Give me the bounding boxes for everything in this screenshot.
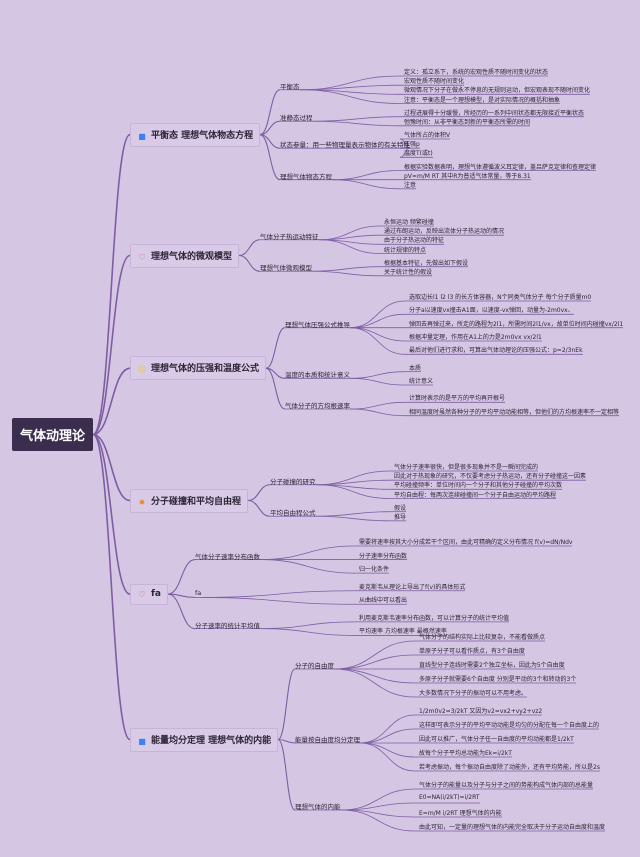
branch-label: 分子碰撞和平均自由程 (151, 496, 242, 507)
leaf-node[interactable]: 1/2m0v2=3/2kT 又因为v2=vx2+vy2+vz2 (419, 708, 543, 715)
leaf-node[interactable]: 关于统计性的假设 (384, 268, 433, 276)
branch-label: 理想气体的微观模型 (151, 251, 233, 262)
leaf-node[interactable]: 分子速率分布函数 (359, 552, 408, 560)
subtopic-node[interactable]: 状态参量：用一些物理量表示物体的有关特性 (280, 141, 410, 150)
subtopic-node[interactable]: 气体分子热运动特征 (260, 232, 319, 241)
leaf-node[interactable]: 微观情况下分子在做永不停息的无规则运动，但宏观表现不随时间变化 (404, 87, 591, 95)
leaf-node[interactable]: 本质 (409, 364, 422, 372)
blue-square-icon: ■ (138, 736, 146, 746)
leaf-node[interactable]: 气体分子速率很快，但是很多现象并不是一瞬间完成的 (394, 464, 539, 471)
subtopic-node[interactable]: 能量按自由度均分定理 (295, 736, 360, 744)
subtopic-node[interactable]: 分子速率的统计平均值 (195, 621, 260, 630)
leaf-node[interactable]: E0=NA(i/2kT)=i/2RT (419, 794, 480, 801)
branch-1[interactable]: ■ 平衡态 理想气体物态方程 (130, 122, 261, 147)
leaf-node[interactable]: 根据实验数据表明，理想气体遵循波义耳定律，盖吕萨克定律和查理定律 (404, 163, 597, 171)
leaf-node[interactable]: 定义：孤立系下，系统的宏观性质不随时间变化的状态 (404, 69, 549, 76)
subtopic-node[interactable]: 温度的本质和统计意义 (285, 371, 350, 380)
branch-label: 理想气体的压强和温度公式 (151, 364, 260, 375)
branch-3[interactable]: ☺ 理想气体的压强和温度公式 (130, 356, 267, 381)
leaf-node[interactable]: 这样即可表示分子的平均平动动能是均匀的分配在每一个自由度上的 (419, 722, 600, 729)
leaf-node[interactable]: 归一化条件 (359, 566, 390, 574)
leaf-node[interactable]: 最后对他们进行求和，可算出气体动理论的压强公式：p=2/3nEk (409, 347, 583, 355)
root-node[interactable]: 气体动理论 (12, 418, 94, 451)
leaf-node[interactable]: 多原子分子就需要6个自由度 分别是平动的3个和转动的3个 (419, 676, 577, 683)
leaf-node[interactable]: 选取边长l1 l2 l3 的长方体容器，N个同类气体分子 每个分子质量m0 (409, 294, 592, 301)
leaf-node[interactable]: 需要将速率按其大小分成若干个区间，由此可精确的定义分布情况 f(v)=dN/Nd… (359, 539, 573, 546)
leaf-node[interactable]: pV=m/M RT 其中R为普适气体常量，等于8.31 (404, 172, 531, 180)
leaf-node[interactable]: 大多数情况下分子的振动可以不用考虑。 (419, 690, 528, 697)
subtopic-node[interactable]: 平衡态 (280, 82, 300, 91)
leaf-node[interactable]: 弹回去再弹过来，所走的路程为2l1，所需时间2l1/vx，故单位时间内碰撞vx/… (409, 320, 624, 328)
subtopic-node[interactable]: 分子的自由度 (295, 662, 334, 670)
smile-icon: ☺ (137, 365, 147, 375)
leaf-node[interactable]: 注意：平衡态是一个理想模型，是对实际情况的概括和抽象 (404, 96, 561, 104)
branch-label: 能量均分定理 理想气体的内能 (151, 735, 272, 746)
leaf-node[interactable]: 相同温度时虽然各种分子的平均平动动能相等，但他们的方均根速率不一定相等 (409, 408, 620, 416)
leaf-node[interactable]: 假设 (394, 504, 407, 512)
subtopic-node[interactable]: 理想气体微观模型 (260, 264, 312, 273)
leaf-node[interactable]: 根据基本特征，先做出如下假设 (384, 259, 469, 267)
leaf-node[interactable]: 根据冲量定理，作用在A1上的力是2m0vx vx/2l1 (409, 334, 542, 341)
branch-4[interactable]: ✹ 分子碰撞和平均自由程 (130, 488, 249, 513)
leaf-node[interactable]: 压强p (404, 141, 420, 149)
leaf-node[interactable]: 由于分子热运动的特征 (384, 237, 445, 245)
blue-square-icon: ■ (138, 131, 146, 141)
leaf-node[interactable]: 气体所占的体积V (404, 132, 451, 139)
subtopic-node[interactable]: 气体分子的方均根速率 (285, 402, 350, 410)
branch-label: 平衡态 理想气体物态方程 (151, 130, 254, 141)
branch-label: fa (151, 588, 161, 599)
leaf-node[interactable]: E=m/M i/2RT 理想气体的内能 (419, 810, 502, 817)
leaf-node[interactable]: 过程进展得十分缓慢，所经历的一系列中间状态都无限接近平衡状态 (404, 109, 585, 117)
subtopic-node[interactable]: 准静态过程 (280, 114, 313, 123)
branch-2[interactable]: ♡ 理想气体的微观模型 (130, 243, 240, 268)
leaf-node[interactable]: 宏观性质不随时间变化 (404, 78, 465, 86)
leaf-node[interactable]: 永恒运动 频繁碰撞 (384, 219, 434, 226)
leaf-node[interactable]: 直线型分子连线时需要2个独立坐标，因此为5个自由度 (419, 662, 565, 669)
leaf-node[interactable]: 从曲线中可以看出 (359, 597, 408, 605)
leaf-node[interactable]: 由此可知，一定量的理想气体的内能完全取决于分子运动自由度和温度 (419, 824, 606, 831)
subtopic-node[interactable]: fa (195, 588, 202, 597)
leaf-node[interactable]: 温度T(或t) (404, 150, 433, 158)
subtopic-node[interactable]: 气体分子速率分布函数 (195, 552, 260, 561)
leaf-node[interactable]: 弛豫时间：从非平衡态到新的平衡态所需的时间 (404, 118, 531, 126)
leaf-node[interactable]: 分子a以速度vx撞击A1面，以速度-vx弹回，动量为-2m0vx、 (409, 307, 574, 315)
leaf-node[interactable]: 若考虑振动，每个振动自由度除了动能外，还有平均势能，所以是2s (419, 764, 600, 771)
heart-icon: ♡ (138, 252, 146, 262)
leaf-node[interactable]: 平均自由程：每两次连续碰撞间一个分子自由运动的平均路程 (394, 491, 557, 499)
leaf-node[interactable]: 单原子分子可以看作质点，有3个自由度 (419, 648, 525, 655)
leaf-node[interactable]: 通过布朗运动，反映出流体分子热运动的情况 (384, 228, 505, 236)
leaf-node[interactable]: 推导 (394, 513, 407, 521)
leaf-node[interactable]: 气体分子的结构实际上比较复杂，不能看做质点 (419, 634, 546, 641)
leaf-node[interactable]: 因此可以推广，气体分子任一自由度的平均动能都是1/2kT (419, 736, 574, 743)
star-icon: ✹ (138, 497, 146, 507)
subtopic-node[interactable]: 分子碰撞的研究 (270, 477, 316, 486)
subtopic-node[interactable]: 理想气体压强公式推导 (285, 320, 350, 329)
subtopic-node[interactable]: 平均自由程公式 (270, 509, 316, 518)
leaf-node[interactable]: 平均速率 方均根速率 最概然速率 (359, 628, 447, 636)
heart-icon: ♡ (138, 589, 146, 599)
leaf-node[interactable]: 计算时表示的是平方的平均再开根号 (409, 395, 506, 403)
leaf-node[interactable]: 麦克斯韦从理论上导出了f(v)的具体形式 (359, 583, 466, 591)
leaf-node[interactable]: 注意 (404, 181, 417, 189)
leaf-node[interactable]: 统计意义 (409, 378, 434, 385)
branch-5[interactable]: ♡ fa (130, 583, 168, 605)
leaf-node[interactable]: 因此对于热现象的研究，不仅要考虑分子热运动，还有分子碰撞这一因素 (394, 473, 587, 481)
leaf-node[interactable]: 平均碰撞频率：单位时间内一个分子和其他分子碰撞的平均次数 (394, 482, 563, 490)
branch-6[interactable]: ■ 能量均分定理 理想气体的内能 (130, 727, 279, 752)
subtopic-node[interactable]: 理想气体物态方程 (280, 172, 332, 181)
subtopic-node[interactable]: 理想气体的内能 (295, 803, 341, 811)
leaf-node[interactable]: 气体分子的能量以及分子与分子之间的势能构成气体内部的总能量 (419, 782, 594, 789)
leaf-node[interactable]: 故每个分子平均总动能为Ek=i/2kT (419, 750, 512, 757)
leaf-node[interactable]: 统计规律的特点 (384, 246, 427, 254)
leaf-node[interactable]: 利用麦克斯韦速率分布函数，可以计算分子的统计平均值 (359, 614, 510, 622)
